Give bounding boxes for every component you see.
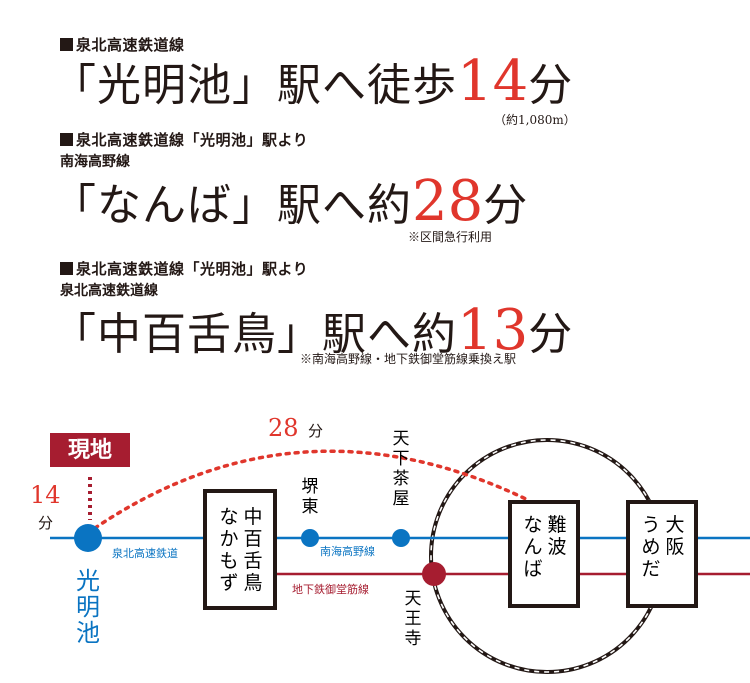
svg-text:な: な [219,506,238,528]
svg-text:明: 明 [76,593,100,621]
svg-text:め: め [641,536,660,558]
svg-text:だ: だ [641,558,660,580]
station-name-tennoji: 天 王 寺 [405,589,422,649]
nakamozu-box [203,489,277,610]
station-dot-komyoike [74,524,102,552]
block1-headline: 「光明池」駅へ徒歩14分 [52,54,573,110]
semboku-line-label: 泉北高速鉄道 [112,546,178,560]
square-bullet-icon [60,133,73,146]
walk-minutes: 14 [30,481,61,509]
station-name-namba: 難 波 な ん ば [523,514,566,580]
svg-text:ず: ず [219,572,238,594]
umeda-box [626,500,698,608]
block1-destination: 「光明池」駅へ徒歩 [52,60,457,111]
block3-headline: 「中百舌鳥」駅へ約13分 [52,303,573,359]
station-name-tengachaya: 天 下 茶 屋 [393,429,410,509]
block3-line-label: 泉北高速鉄道線「光明池」駅より [60,258,308,279]
svg-text:中: 中 [243,506,262,528]
block3-destination: 「中百舌鳥」駅へ約 [52,309,457,360]
svg-text:ん: ん [523,536,542,558]
svg-text:東: 東 [302,497,319,517]
block3-sub-line: 泉北高速鉄道線 [60,283,158,299]
block2-line-label: 泉北高速鉄道線「光明池」駅より [60,129,308,150]
block1-line-label: 泉北高速鉄道線 [60,34,185,55]
block2-sub-line: 南海高野線 [60,154,130,170]
station-name-umeda: 大 阪 う め だ [641,514,684,580]
svg-text:天: 天 [393,429,410,449]
svg-text:大: 大 [665,514,684,536]
walk-unit: 分 [38,514,53,532]
svg-text:茶: 茶 [393,469,410,489]
svg-text:王: 王 [405,609,422,629]
route-map: 泉北高速鉄道 南海高野線 地下鉄御堂筋線 14 分 28 分 光 明 池 中 百… [30,414,750,674]
express-route-arc [93,449,530,530]
block1-unit: 分 [528,60,574,111]
subway-line-label: 地下鉄御堂筋線 [292,582,369,596]
svg-text:鳥: 鳥 [243,572,262,594]
svg-text:寺: 寺 [405,629,422,649]
svg-text:天: 天 [405,589,422,609]
block2-note: ※区間急行利用 [408,230,493,244]
svg-text:堺: 堺 [302,477,319,497]
svg-text:舌: 舌 [243,550,262,572]
svg-text:難: 難 [547,514,566,536]
block2-minutes: 28 [412,169,484,234]
station-name-sakaihigashi: 堺 東 [302,477,319,517]
station-dot-tennoji [422,562,446,586]
svg-text:阪: 阪 [665,536,684,558]
block1-minutes: 14 [457,49,529,114]
svg-text:ば: ば [523,558,542,580]
block1-note: （約1,080m） [494,113,576,127]
current-location-badge: 現地 [50,433,130,467]
svg-text:百: 百 [243,528,262,550]
square-bullet-icon [60,38,73,51]
svg-text:屋: 屋 [393,489,410,509]
namba-box [508,500,580,608]
block2-unit: 分 [483,180,529,231]
svg-text:も: も [219,550,238,572]
arc-unit: 分 [308,422,323,440]
station-name-komyoike: 光 明 池 [76,567,100,647]
svg-text:な: な [523,514,542,536]
block2-headline: 「なんば」駅へ約28分 [52,174,528,230]
block3-note: ※南海高野線・地下鉄御堂筋線乗換え駅 [300,352,517,366]
svg-text:下: 下 [393,449,410,469]
station-dot-sakaihigashi [301,529,319,547]
arc-minutes: 28 [268,414,299,442]
square-bullet-icon [60,262,73,275]
block3-minutes: 13 [457,298,529,363]
svg-text:か: か [219,528,238,550]
nankai-line-label: 南海高野線 [320,544,375,558]
svg-text:う: う [641,514,660,536]
station-name-nakamozu: 中 百 舌 鳥 な か も ず [219,506,262,594]
svg-text:池: 池 [76,619,100,647]
block2-destination: 「なんば」駅へ約 [52,180,412,231]
block3-unit: 分 [528,309,574,360]
station-dot-tengachaya [392,529,410,547]
svg-text:波: 波 [547,536,566,558]
svg-text:光: 光 [76,567,100,595]
